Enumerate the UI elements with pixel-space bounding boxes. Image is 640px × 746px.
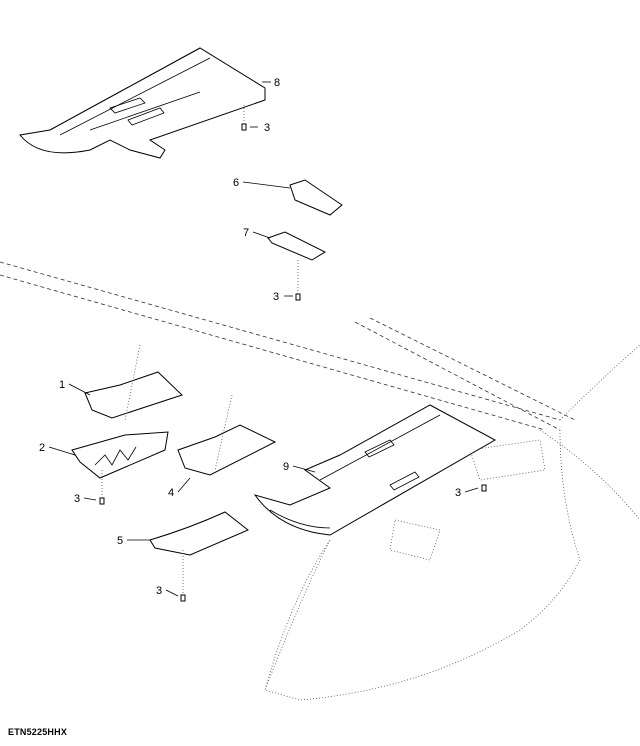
- callout-6: 6: [233, 177, 239, 189]
- part-6-bracket: [289, 179, 343, 216]
- callout-1: 1: [59, 379, 65, 391]
- callout-9: 9: [283, 461, 289, 473]
- machine-frame-phantom: [0, 261, 640, 701]
- callout-7: 7: [243, 227, 249, 239]
- callout-3: 3: [264, 122, 270, 134]
- callout-3: 3: [273, 291, 279, 303]
- callout-3: 3: [74, 493, 80, 505]
- callout-8: 8: [274, 77, 280, 89]
- part-8-plate: [19, 47, 266, 159]
- callout-4: 4: [168, 487, 174, 499]
- part-4-shield: [177, 424, 277, 476]
- callout-5: 5: [117, 535, 123, 547]
- figure-id: ETN5225HHX: [8, 727, 68, 737]
- callout-3: 3: [156, 585, 162, 597]
- part-7-bracket: [267, 231, 327, 261]
- part-5-shield: [149, 511, 249, 556]
- part-1-shield: [84, 371, 183, 419]
- part-9-plate: [253, 404, 497, 536]
- leader-lines: [48, 81, 479, 597]
- callout-2: 2: [39, 442, 45, 454]
- part-2-shield: [71, 431, 169, 479]
- callout-3: 3: [455, 487, 461, 499]
